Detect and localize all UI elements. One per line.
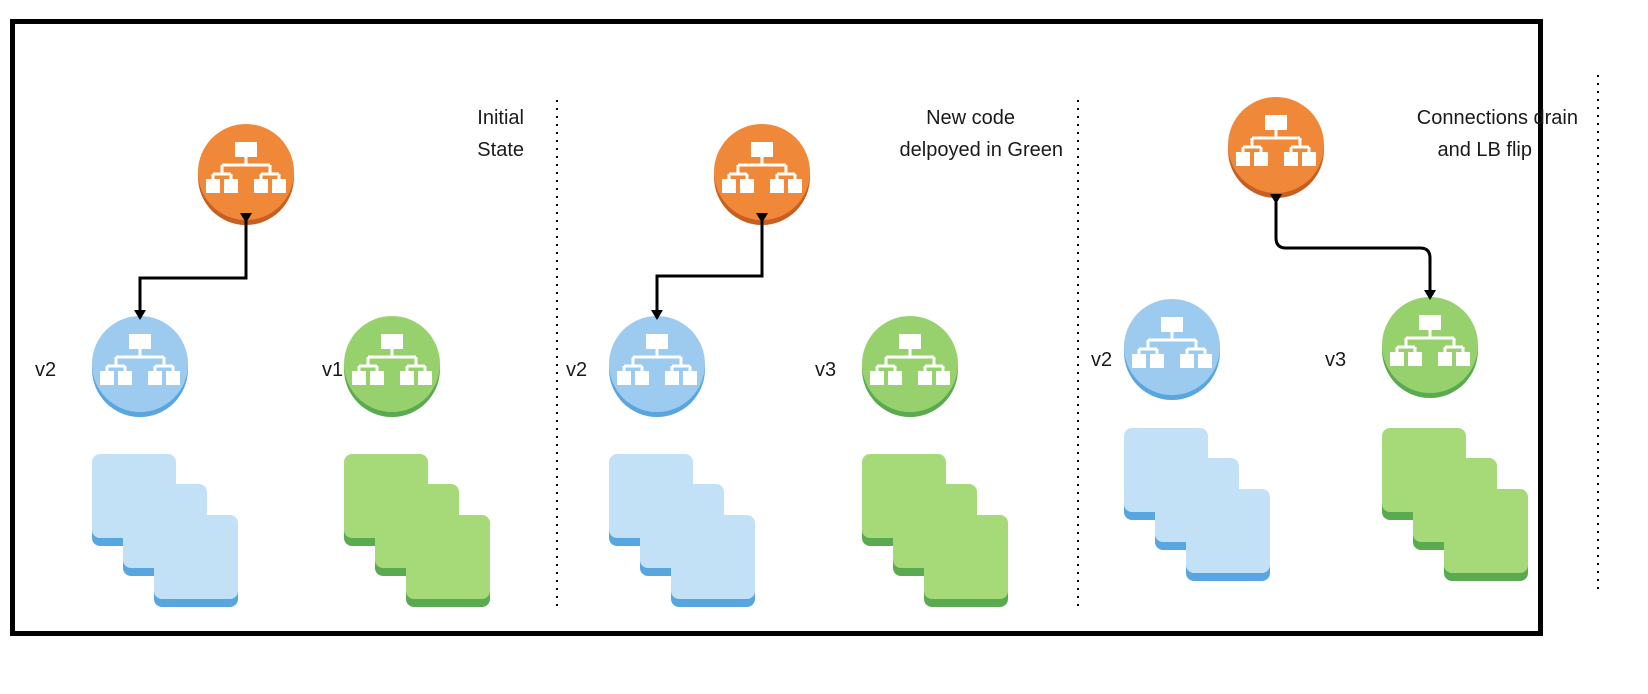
traffic-connector	[1270, 194, 1436, 300]
blue-environment	[92, 316, 188, 417]
network-hierarchy-icon	[722, 142, 802, 193]
network-hierarchy-icon	[1132, 317, 1212, 368]
blue-environment	[609, 316, 705, 417]
traffic-connector	[651, 213, 768, 320]
green-version-label: v3	[1325, 349, 1346, 371]
load-balancer	[1228, 97, 1324, 198]
green-environment	[1382, 297, 1478, 398]
green-version-label: v1	[322, 359, 343, 381]
green-environment	[862, 316, 958, 417]
panel-caption: Connections drain	[1417, 107, 1578, 129]
stacked-instances-icon	[1124, 428, 1270, 581]
stacked-instances-icon	[1382, 428, 1528, 581]
network-hierarchy-icon	[352, 334, 432, 385]
network-hierarchy-icon	[1390, 315, 1470, 366]
panel-new-code-deployed: New code delpoyed in Green	[566, 107, 1063, 607]
network-hierarchy-icon	[1236, 115, 1316, 166]
green-environment	[344, 316, 440, 417]
panel-connections-drain: Connections drain and LB flip	[1091, 97, 1578, 581]
load-balancer	[198, 124, 294, 225]
panel-initial-state: Initial State v2	[35, 107, 524, 607]
blue-version-label: v2	[1091, 349, 1112, 371]
panel-caption: and LB flip	[1437, 139, 1532, 161]
panel-caption: New code	[926, 107, 1015, 129]
green-version-label: v3	[815, 359, 836, 381]
stacked-instances-icon	[609, 454, 755, 607]
traffic-connector	[134, 213, 252, 320]
blue-version-label: v2	[35, 359, 56, 381]
blue-version-label: v2	[566, 359, 587, 381]
network-hierarchy-icon	[617, 334, 697, 385]
load-balancer	[714, 124, 810, 225]
network-hierarchy-icon	[870, 334, 950, 385]
blue-environment	[1124, 299, 1220, 400]
stacked-instances-icon	[344, 454, 490, 607]
stacked-instances-icon	[92, 454, 238, 607]
panel-caption: State	[477, 139, 524, 161]
network-hierarchy-icon	[100, 334, 180, 385]
stacked-instances-icon	[862, 454, 1008, 607]
panel-caption: Initial	[477, 107, 524, 129]
panel-caption: delpoyed in Green	[900, 139, 1063, 161]
network-hierarchy-icon	[206, 142, 286, 193]
